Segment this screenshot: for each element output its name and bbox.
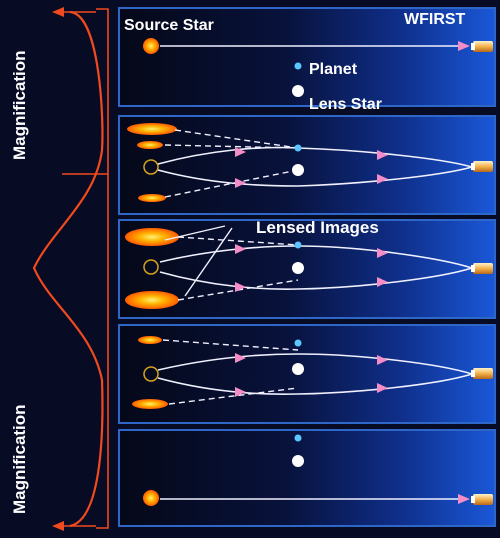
lensed-image-bottom — [138, 194, 166, 202]
ray-arrow — [235, 387, 246, 397]
source-star — [143, 38, 159, 54]
lensed-image-top — [125, 228, 179, 246]
lens-star-dot — [292, 262, 304, 274]
lens-star-label: Lens Star — [309, 96, 382, 113]
planet-dot — [294, 144, 302, 152]
planet-label: Planet — [309, 61, 358, 78]
telescope-icon — [471, 368, 493, 379]
lens-star-dot — [292, 85, 304, 97]
lensed-image-bottom — [125, 291, 179, 309]
curve-arrowhead-top — [52, 7, 64, 17]
lensed-image-bottom — [132, 399, 168, 409]
leader-line — [184, 227, 233, 297]
ray-arrow — [235, 244, 246, 254]
ray-arrow — [235, 353, 246, 363]
telescope-icon — [471, 494, 493, 505]
ray-arrow — [377, 174, 388, 184]
lensed-image-top — [138, 336, 162, 344]
leader-line — [164, 225, 226, 241]
telescope-icon — [471, 263, 493, 274]
ray-arrow — [458, 494, 470, 504]
panel-approach — [118, 115, 496, 215]
lensed-images-label: Lensed Images — [256, 218, 379, 237]
ray-arrow — [458, 41, 470, 51]
planet-dot — [294, 434, 302, 442]
lens-star-dot — [292, 164, 304, 176]
ray-arrow — [377, 355, 388, 365]
planet-dot — [294, 241, 302, 249]
wfirst-label: WFIRST — [404, 11, 466, 28]
ray-arrow — [377, 248, 388, 258]
planet-dot — [294, 339, 302, 347]
source-star-ghost — [143, 259, 159, 275]
source-star — [143, 490, 159, 506]
source-star-label: Source Star — [124, 17, 214, 34]
magnification-label-bottom: Magnification — [10, 404, 29, 514]
panel-receding — [118, 324, 496, 424]
lensed-image-small — [137, 141, 163, 149]
telescope-icon — [471, 161, 493, 172]
panel-no-lensing: Source Star WFIRST Planet Lens Star — [118, 7, 496, 113]
source-star-ghost — [143, 366, 159, 382]
planet-dot — [294, 62, 302, 70]
ray-arrow — [377, 277, 388, 287]
lens-star-dot — [292, 363, 304, 375]
ray-arrow — [235, 178, 246, 188]
panel-after — [118, 429, 496, 527]
curve-arrowhead-bottom — [52, 521, 64, 531]
ray-arrow — [377, 150, 388, 160]
panel-peak: Lensed Images — [118, 218, 496, 319]
magnification-label-top: Magnification — [10, 50, 29, 160]
lens-star-dot — [292, 455, 304, 467]
magnification-curve — [32, 7, 109, 531]
source-star-ghost — [143, 159, 159, 175]
ray-arrow — [235, 282, 246, 292]
telescope-icon — [471, 41, 493, 52]
lensed-image-top — [127, 123, 177, 135]
ray-arrow — [377, 383, 388, 393]
ray-arrow — [235, 147, 246, 157]
